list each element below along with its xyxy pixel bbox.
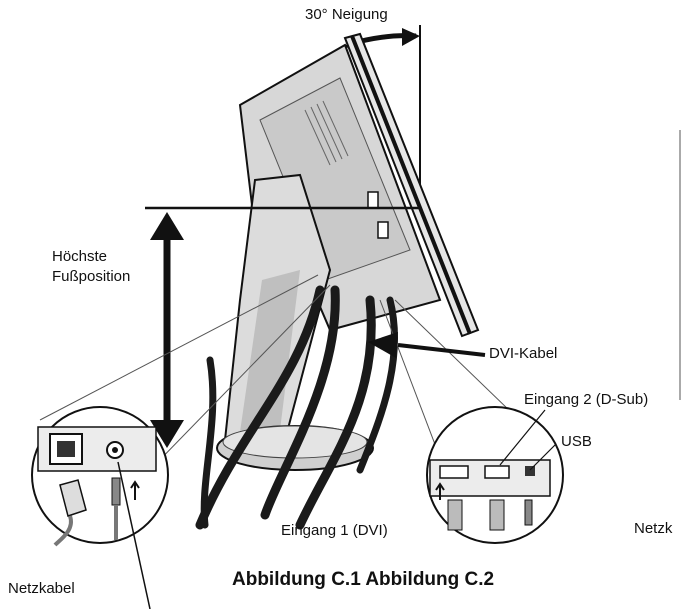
dvi-cable-label: DVI-Kabel bbox=[489, 345, 558, 362]
height-arrow-head-down bbox=[150, 420, 184, 448]
usb-label: USB bbox=[561, 433, 592, 450]
side-usb-port-2 bbox=[377, 221, 389, 239]
input1-label: Eingang 1 (DVI) bbox=[281, 522, 388, 539]
highest-position-label-line1: Höchste bbox=[52, 248, 108, 265]
figure-caption: Abbildung C.1 Abbildung C.2 bbox=[232, 569, 495, 590]
tilt-arrow-head-right bbox=[402, 28, 420, 46]
power-cable-right-label: Netzk bbox=[634, 520, 673, 537]
dvi-pointer-line bbox=[397, 343, 486, 357]
side-usb-port-1 bbox=[367, 191, 379, 209]
stand-column-shadow bbox=[240, 270, 300, 432]
input2-label: Eingang 2 (D-Sub) bbox=[524, 391, 649, 408]
power-cable-label: Netzkabel bbox=[8, 580, 75, 597]
monitor-vents bbox=[304, 100, 349, 166]
input2-leader bbox=[499, 409, 546, 466]
power-detail-content bbox=[37, 426, 157, 547]
monitor-front-edge bbox=[350, 35, 472, 335]
connector-detail-content bbox=[429, 459, 551, 531]
usb-leader bbox=[529, 443, 557, 471]
tilt-label: 30° Neigung bbox=[305, 6, 388, 23]
highest-position-label-line2: Fußposition bbox=[52, 268, 131, 285]
dvi-pointer-head bbox=[368, 332, 398, 358]
cables bbox=[195, 285, 399, 530]
bottom-leader bbox=[117, 461, 151, 610]
height-arrow-head-up bbox=[150, 212, 184, 240]
